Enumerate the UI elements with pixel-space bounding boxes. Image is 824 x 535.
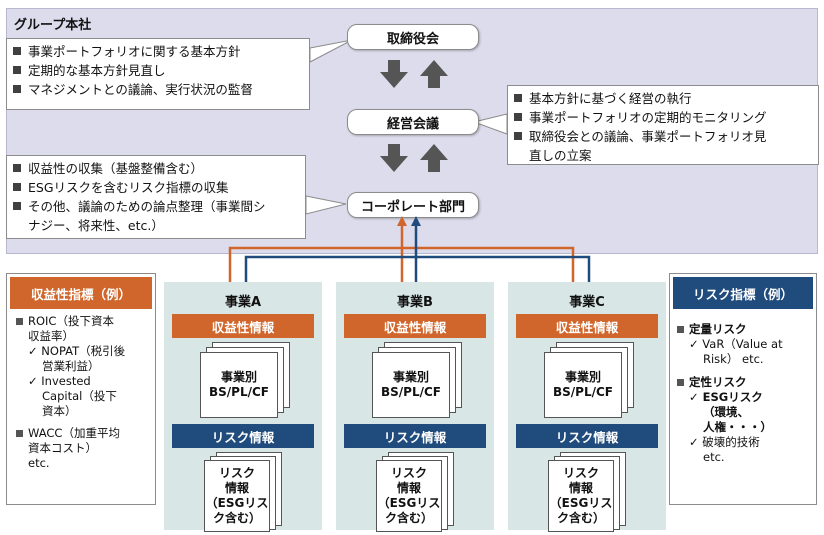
indicator-line: 人権・・・） — [703, 420, 772, 434]
doc-line: 事業別 — [220, 370, 257, 384]
indicator-line: Capital（投下 — [42, 389, 117, 403]
indicator-line: 営業利益） — [42, 359, 100, 373]
profit-doc: 事業別 BS/PL/CF — [544, 352, 622, 418]
profit-indicator-title: 収益性指標（例） — [10, 277, 152, 309]
doc-line: リスク — [218, 466, 255, 480]
callout-item-cont: 直しの立案 — [529, 148, 592, 163]
up-arrow-1 — [420, 60, 448, 88]
doc-line: ク含む） — [384, 511, 433, 525]
profit-doc: 事業別 BS/PL/CF — [200, 352, 278, 418]
callout-item: 定期的な基本方針見直し — [13, 61, 303, 80]
callout-item: その他、議論のための論点整理（事業間シ — [13, 197, 299, 216]
indicator-line: WACC（加重平均 — [15, 426, 149, 441]
indicator-line: 資本） — [42, 404, 77, 418]
corporate-callout: 収益性の収集（基盤整備含む） ESGリスクを含むリスク指標の収集 その他、議論の… — [6, 155, 306, 239]
profit-doc: 事業別 BS/PL/CF — [372, 352, 450, 418]
group-hq-title: グループ本社 — [14, 18, 92, 33]
callout-item: 事業ポートフォリオの定期的モニタリング — [514, 108, 812, 127]
profit-arrowhead — [397, 216, 407, 226]
indicator-line: ✓ ESGリスク — [689, 390, 763, 404]
risk-doc: リスク 情報 （ESGリス ク含む） — [376, 460, 442, 532]
callout-item: マネジメントとの議論、実行状況の監督 — [13, 80, 303, 99]
indicator-line: ROIC（投下資本 — [15, 314, 149, 329]
doc-line: BS/PL/CF — [553, 385, 613, 399]
indicator-line: （環境、 — [703, 405, 749, 419]
risk-doc: リスク 情報 （ESGリス ク含む） — [548, 460, 614, 532]
doc-line: ク含む） — [556, 511, 605, 525]
indicator-line: 定量リスク — [676, 322, 812, 337]
indicator-line: 収益率） — [28, 329, 74, 343]
doc-line: BS/PL/CF — [209, 385, 269, 399]
risk-indicator-title: リスク指標（例） — [673, 277, 813, 309]
business-title: 事業B — [397, 295, 433, 310]
profit-info-bar: 収益性情報 — [516, 314, 658, 338]
callout-item: 事業ポートフォリオに関する基本方針 — [13, 42, 303, 61]
corporate-callout-pointer — [305, 195, 347, 215]
risk-indicator-panel: リスク指標（例） 定量リスク ✓ VaR（Value at Risk） etc.… — [669, 273, 817, 505]
callout-item-cont: ナジー、将来性、etc.） — [28, 218, 164, 233]
indicator-line: Risk） etc. — [703, 352, 764, 366]
indicator-line: 定性リスク — [676, 375, 812, 390]
doc-line: リスク — [390, 466, 427, 480]
risk-info-bar: リスク情報 — [516, 424, 658, 448]
doc-line: ク含む） — [212, 511, 261, 525]
indicator-line: ✓ 破壊的技術 — [689, 435, 760, 449]
doc-line: BS/PL/CF — [381, 385, 441, 399]
board-callout-pointer — [309, 39, 353, 63]
profit-info-bar: 収益性情報 — [172, 314, 314, 338]
indicator-line: 資本コスト） — [28, 441, 97, 455]
doc-line: リスク — [562, 466, 599, 480]
doc-line: 情報 — [568, 481, 593, 495]
board-callout: 事業ポートフォリオに関する基本方針 定期的な基本方針見直し マネジメントとの議論… — [6, 38, 310, 110]
profit-info-bar: 収益性情報 — [344, 314, 486, 338]
business-title: 事業A — [224, 295, 262, 310]
management-node: 経営会議 — [347, 109, 479, 135]
board-node: 取締役会 — [347, 24, 479, 50]
indicator-line: ✓ NOPAT（税引後 — [28, 344, 126, 358]
callout-item: 取締役会との議論、事業ポートフォリオ見 — [514, 127, 812, 146]
doc-line: 事業別 — [564, 370, 601, 384]
indicator-line: ✓ VaR（Value at — [689, 337, 783, 351]
profit-indicator-panel: 収益性指標（例） ROIC（投下資本 収益率） ✓ NOPAT（税引後 営業利益… — [6, 273, 156, 505]
corporate-node: コーポレート部門 — [347, 192, 479, 218]
business-title: 事業C — [569, 295, 605, 310]
doc-line: 情報 — [224, 481, 249, 495]
down-arrow-2 — [380, 144, 408, 172]
callout-item: 収益性の収集（基盤整備含む） — [13, 159, 299, 178]
risk-doc: リスク 情報 （ESGリス ク含む） — [204, 460, 270, 532]
callout-item: ESGリスクを含むリスク指標の収集 — [13, 178, 299, 197]
risk-info-bar: リスク情報 — [172, 424, 314, 448]
indicator-line: etc. — [703, 450, 725, 464]
risk-arrowhead — [411, 216, 421, 226]
indicator-line: ✓ Invested — [28, 374, 91, 388]
doc-line: 事業別 — [392, 370, 429, 384]
doc-line: （ESGリス — [377, 496, 441, 510]
down-arrow-1 — [380, 60, 408, 88]
callout-item: 基本方針に基づく経営の執行 — [514, 89, 812, 108]
doc-line: （ESGリス — [205, 496, 269, 510]
doc-line: （ESGリス — [549, 496, 613, 510]
management-callout: 基本方針に基づく経営の執行 事業ポートフォリオの定期的モニタリング 取締役会との… — [507, 85, 819, 165]
up-arrow-2 — [420, 144, 448, 172]
indicator-line: etc. — [28, 456, 50, 470]
risk-info-bar: リスク情報 — [344, 424, 486, 448]
doc-line: 情報 — [396, 481, 421, 495]
